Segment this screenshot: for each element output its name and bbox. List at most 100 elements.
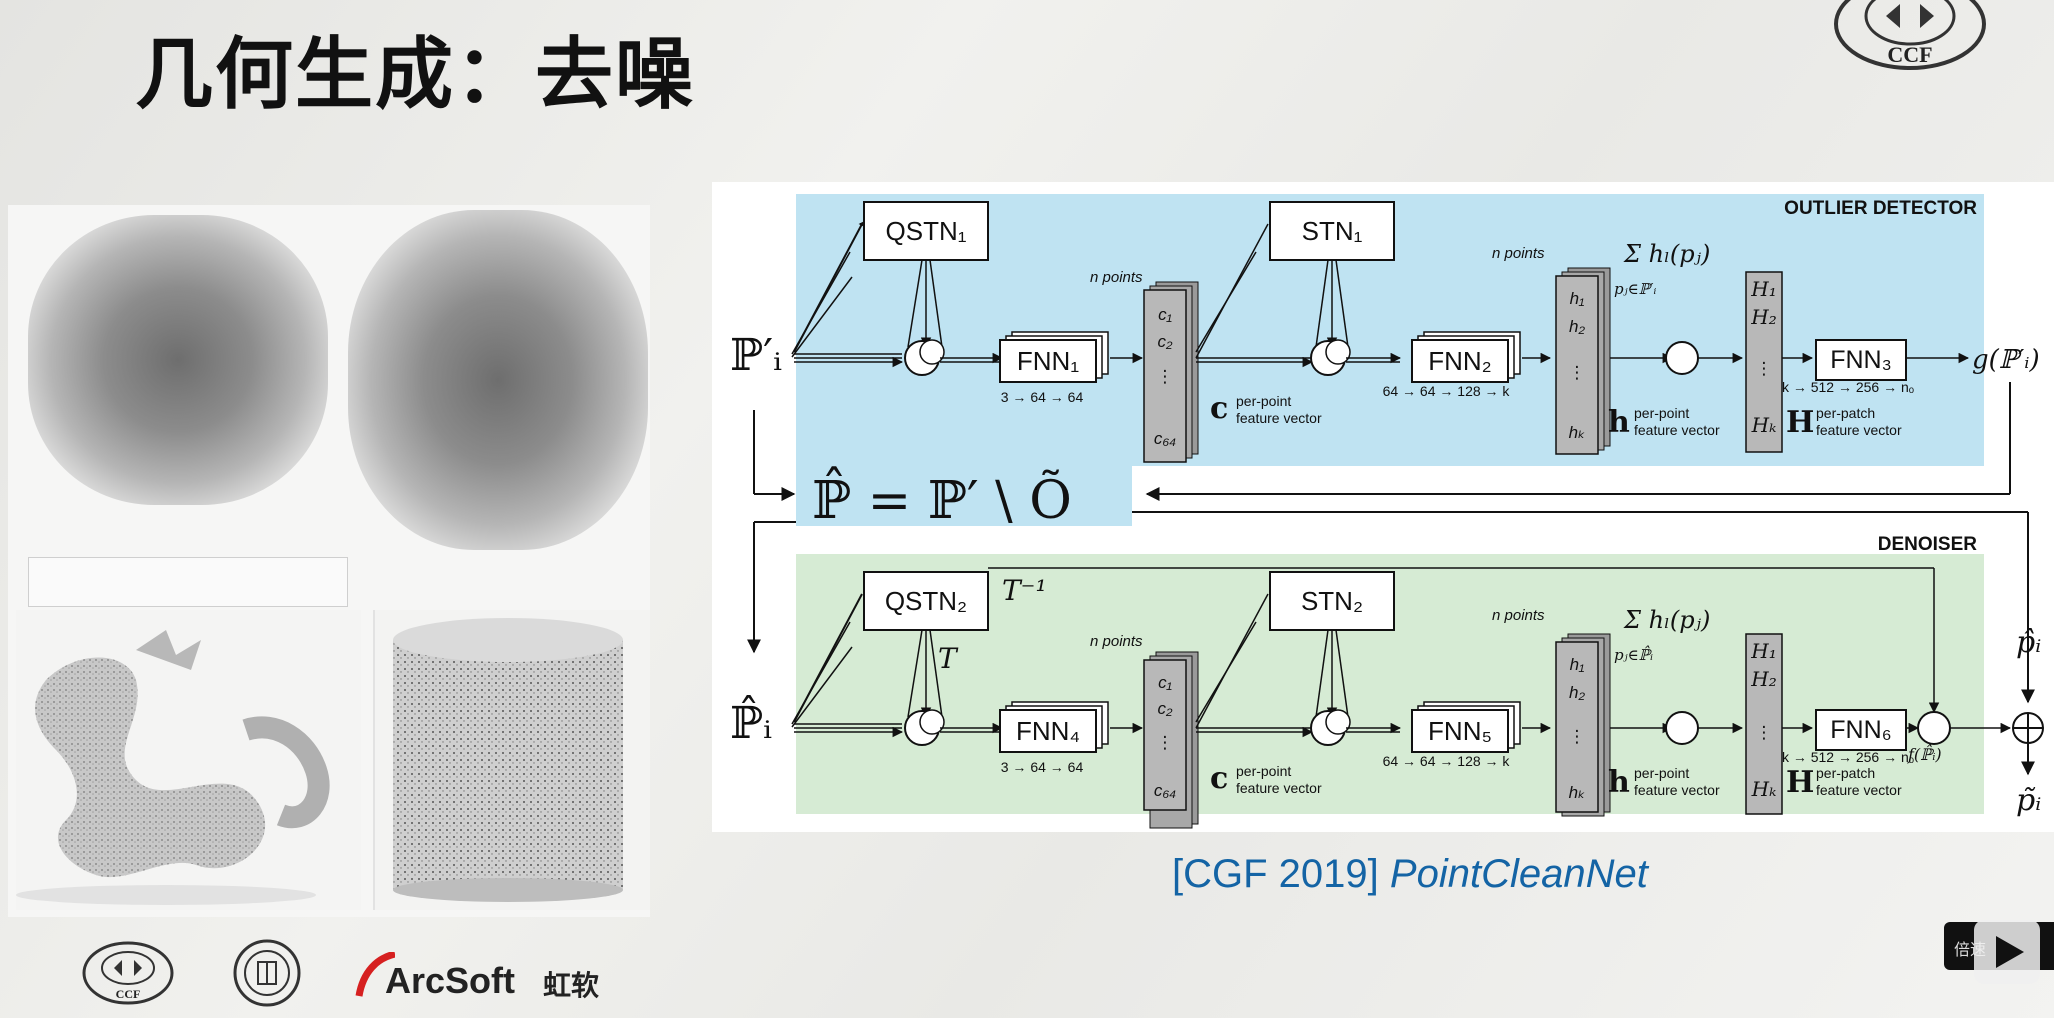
H-stack-item: Hₖ <box>1751 777 1777 801</box>
fnn1-dims: 3 → 64 → 64 <box>1001 389 1084 405</box>
play-icon[interactable] <box>1972 918 2042 986</box>
c-feature-stack <box>1143 289 1187 463</box>
fnn4-box <box>999 709 1097 753</box>
h-stack-item: h₁ <box>1570 655 1585 674</box>
sum-node <box>1665 711 1699 745</box>
feature-vector-label: feature vector <box>1236 780 1322 796</box>
fnn6-label: FNN₆ <box>1830 716 1891 744</box>
c-stack-item: c₂ <box>1158 332 1174 351</box>
H-stack-item: ⋮ <box>1756 723 1773 742</box>
feature-vector-label: feature vector <box>1236 410 1322 426</box>
h-label: h <box>1608 405 1630 440</box>
qstn2-box <box>863 571 989 631</box>
H-label: H <box>1786 405 1814 440</box>
per-point-label: per-point <box>1236 763 1291 779</box>
svg-text:CCF: CCF <box>1887 42 1932 67</box>
stn1-label: STN₁ <box>1302 216 1363 246</box>
c-stack-item: c₁ <box>1158 305 1172 324</box>
fnn3-dims: k → 512 → 256 → nₒ <box>1782 379 1914 395</box>
arcsoft-chinese-name: 虹软 <box>543 969 600 1002</box>
fnn4-dims: 3 → 64 → 64 <box>1001 759 1084 775</box>
sum-label: Σ hₗ(pⱼ) <box>1623 606 1710 634</box>
image-caption-box <box>28 557 348 607</box>
dragon-model-image <box>16 610 361 910</box>
svg-text:CCF: CCF <box>116 987 141 1001</box>
point-cloud-examples <box>8 205 650 917</box>
stn2-label: STN₂ <box>1301 586 1363 616</box>
H-stack-item: H₁ <box>1750 639 1776 663</box>
c-stack-item: ⋮ <box>1157 733 1174 752</box>
t-inverse-label: T⁻¹ <box>1002 574 1047 607</box>
c-stack-item: c₂ <box>1158 699 1174 718</box>
p-tilde-label: p̃ᵢ <box>2016 783 2041 818</box>
h-stack-item: h₂ <box>1569 683 1585 702</box>
sum-label: Σ hₗ(pⱼ) <box>1623 240 1710 268</box>
ccf-logo-icon: CCF <box>1834 0 1986 70</box>
n-points-label: n points <box>1492 245 1545 262</box>
h-stack-item: h₁ <box>1570 289 1585 308</box>
h-stack-item: ⋮ <box>1569 727 1586 746</box>
feature-vector-label: feature vector <box>1634 782 1720 798</box>
H-stack-item: H₂ <box>1750 305 1776 329</box>
fnn1-label: FNN₁ <box>1017 346 1079 376</box>
citation-venue: [CGF 2019] <box>1172 852 1379 896</box>
fnn2-label: FNN₂ <box>1428 346 1492 376</box>
t-label: T <box>938 642 959 675</box>
p-hat-label: p̂ᵢ <box>2016 625 2041 660</box>
noisy-point-cloud-image <box>28 215 328 505</box>
top-input-label: ℙ′ᵢ <box>730 330 782 381</box>
bottom-input-label: ℙ̂ᵢ <box>730 693 772 749</box>
denoiser-title: DENOISER <box>1878 534 1978 555</box>
n-points-label: n points <box>1492 607 1545 624</box>
arcsoft-logo: ArcSoft 虹软 <box>355 946 655 1006</box>
fnn3-box <box>1815 339 1907 381</box>
n-points-label: n points <box>1090 269 1143 286</box>
feature-vector-label: feature vector <box>1816 782 1902 798</box>
H-stack-item: Hₖ <box>1751 413 1777 437</box>
fnn5-label: FNN₅ <box>1428 716 1492 746</box>
fnn2-dims: 64 → 64 → 128 → k <box>1383 383 1511 399</box>
outlier-output: g(ℙ′ᵢ) <box>1972 345 2040 375</box>
c-stack-item: c₆₄ <box>1154 781 1176 800</box>
fnn6-box <box>1815 709 1907 751</box>
h-stack-item: hₖ <box>1569 783 1586 802</box>
noisy-point-cloud-image <box>348 210 648 550</box>
per-point-label: per-point <box>1634 405 1689 421</box>
stn1-box <box>1269 201 1395 261</box>
pointcleannet-architecture-diagram: OUTLIER DETECTOR DENOISER ℙ′ᵢ QSTN₁ FNN₁… <box>712 182 2054 832</box>
h-feature-stack <box>1555 641 1599 813</box>
outlier-detector-title: OUTLIER DETECTOR <box>1784 198 1977 219</box>
c-label: c <box>1210 391 1228 426</box>
fnn2-box <box>1411 339 1509 383</box>
fnn1-box <box>999 339 1097 383</box>
feature-vector-label: feature vector <box>1816 422 1902 438</box>
citation: [CGF 2019] PointCleanNet <box>1172 852 1648 897</box>
h-feature-stack <box>1555 275 1599 455</box>
bottom-strip <box>0 1018 2054 1036</box>
per-point-label: per-point <box>1634 765 1689 781</box>
per-point-label: per-point <box>1236 393 1291 409</box>
page-title: 几何生成：去噪 <box>135 30 696 120</box>
per-patch-label: per-patch <box>1816 405 1875 421</box>
per-patch-label: per-patch <box>1816 765 1875 781</box>
fnn6-dims: k → 512 → 256 → nₒ <box>1782 749 1914 765</box>
qstn2-label: QSTN₂ <box>885 586 967 616</box>
H-feature-stack <box>1745 633 1783 815</box>
c-stack-item: c₁ <box>1158 673 1172 692</box>
arcsoft-wordmark: ArcSoft <box>385 960 516 1001</box>
transform-node <box>1917 711 1951 745</box>
feature-vector-label: feature vector <box>1634 422 1720 438</box>
H-feature-stack <box>1745 271 1783 453</box>
h-label: h <box>1608 765 1630 800</box>
c-feature-stack <box>1143 659 1187 811</box>
fnn5-box <box>1411 709 1509 753</box>
fnn5-dims: 64 → 64 → 128 → k <box>1383 753 1511 769</box>
H-stack-item: ⋮ <box>1756 359 1773 378</box>
sum-subscript: pⱼ∈ℙ′ᵢ <box>1614 280 1656 298</box>
sum-node <box>1665 341 1699 375</box>
c-label: c <box>1210 761 1228 796</box>
equation-panel <box>796 466 1132 526</box>
university-seal-icon <box>233 939 301 1007</box>
f-output-label: f(ℙ̂ᵢ) <box>1907 744 1942 764</box>
